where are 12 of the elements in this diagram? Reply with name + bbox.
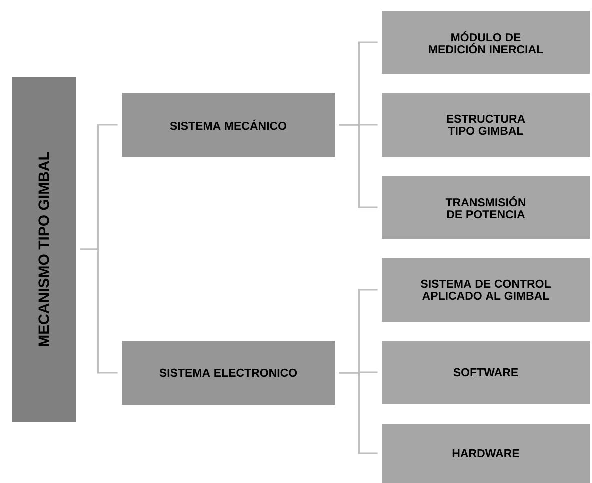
leaf-box: HARDWARE bbox=[382, 424, 590, 483]
leaf-box: SOFTWARE bbox=[382, 341, 590, 404]
connector-line bbox=[80, 248, 118, 374]
leaf-box: MÓDULO DE MEDICIÓN INERCIAL bbox=[382, 11, 590, 74]
root-box: MECANISMO TIPO GIMBAL bbox=[12, 77, 76, 422]
branch-box: SISTEMA MECÁNICO bbox=[122, 93, 335, 157]
connector-line bbox=[339, 124, 378, 208]
connector-line bbox=[339, 372, 378, 454]
leaf-box: SISTEMA DE CONTROL APLICADO AL GIMBAL bbox=[382, 258, 590, 322]
branch-box: SISTEMA ELECTRONICO bbox=[122, 341, 335, 405]
leaf-box: TRANSMISIÓN DE POTENCIA bbox=[382, 176, 590, 239]
leaf-box: ESTRUCTURA TIPO GIMBAL bbox=[382, 93, 590, 157]
